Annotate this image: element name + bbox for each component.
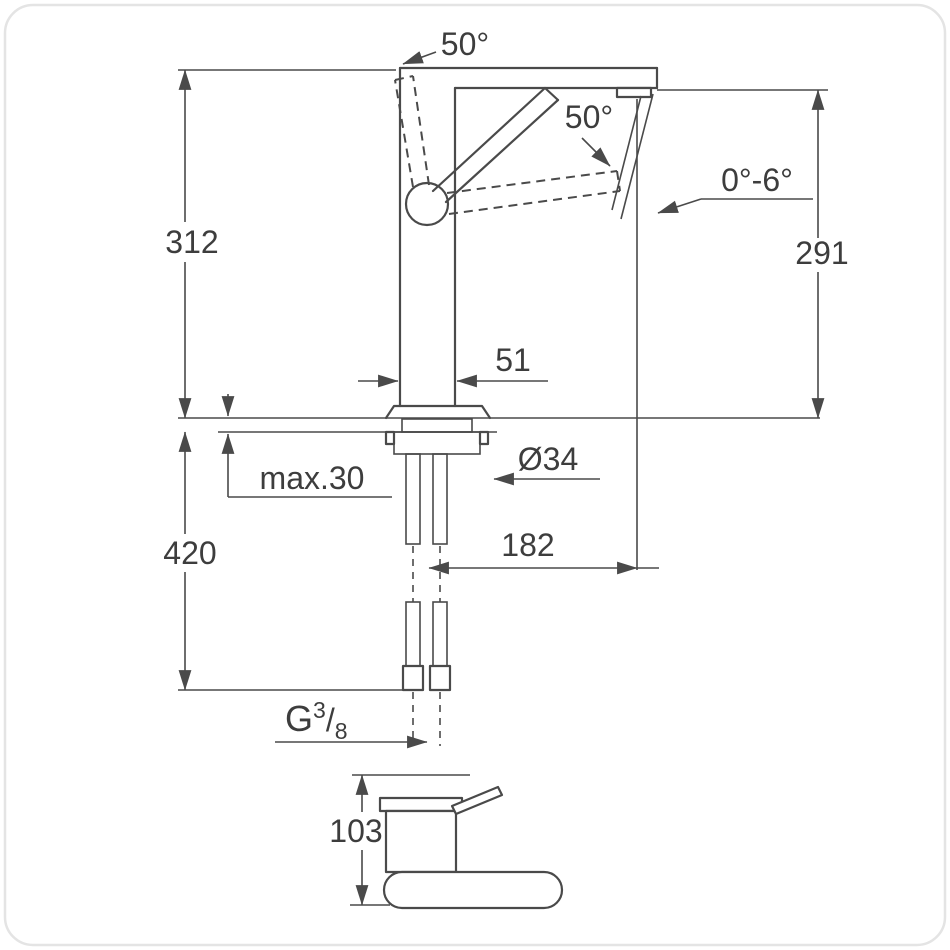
- handle-ball-joint: [404, 181, 450, 227]
- angle-50-right: 50°: [565, 99, 613, 167]
- dim-thread-g38: G3/8: [275, 697, 428, 749]
- dim-label-max-deck-thickness: max.30: [260, 460, 365, 496]
- base-view-lever: [450, 785, 504, 816]
- dim-label-under-deck-length: 420: [163, 535, 216, 571]
- base-view-body: [382, 870, 564, 910]
- handle-position-up-dashed: [394, 75, 430, 188]
- angle-0-6: 0°-6°: [657, 162, 813, 214]
- dim-182: 182: [428, 99, 659, 575]
- dim-291: 291: [657, 89, 849, 419]
- dim-51: 51: [358, 342, 548, 388]
- handle-position-side-dashed: [446, 170, 621, 215]
- spout-tilt-lines: [611, 93, 654, 220]
- dim-label-spout-height: 291: [795, 235, 848, 271]
- angle-label-right: 50°: [565, 99, 613, 135]
- dim-label-base-height: 103: [329, 813, 382, 849]
- handle-lever-solid: [431, 86, 560, 204]
- angle-label-top: 50°: [441, 26, 489, 62]
- dim-label-body-width: 51: [495, 342, 531, 378]
- dim-103: 103: [329, 774, 470, 906]
- hose-connector-nut-left: [401, 664, 425, 692]
- dim-max-30: max.30: [221, 394, 392, 498]
- dim-420: 420: [163, 431, 420, 691]
- spout-aerator: [615, 86, 653, 99]
- hose-connector-nut-right: [428, 664, 452, 692]
- faucet-outline: [384, 66, 659, 420]
- mounting-assembly: [384, 418, 490, 455]
- counter-lines: [178, 417, 820, 433]
- angle-50-top: 50°: [402, 26, 489, 65]
- dim-312: 312: [165, 69, 396, 419]
- dim-label-spout-projection: 182: [501, 527, 554, 563]
- angle-label-tilt-range: 0°-6°: [721, 162, 793, 198]
- base-side-view: [378, 785, 564, 910]
- dim-label-body-height: 312: [165, 224, 218, 260]
- image-border-frame: [3, 3, 947, 947]
- escutcheon-flange: [384, 404, 492, 420]
- dim-label-thread: G3/8: [285, 697, 348, 744]
- supply-hoses: [401, 453, 452, 746]
- dim-label-hole-diameter: Ø34: [518, 441, 578, 477]
- dim-diameter-34: Ø34: [493, 441, 600, 486]
